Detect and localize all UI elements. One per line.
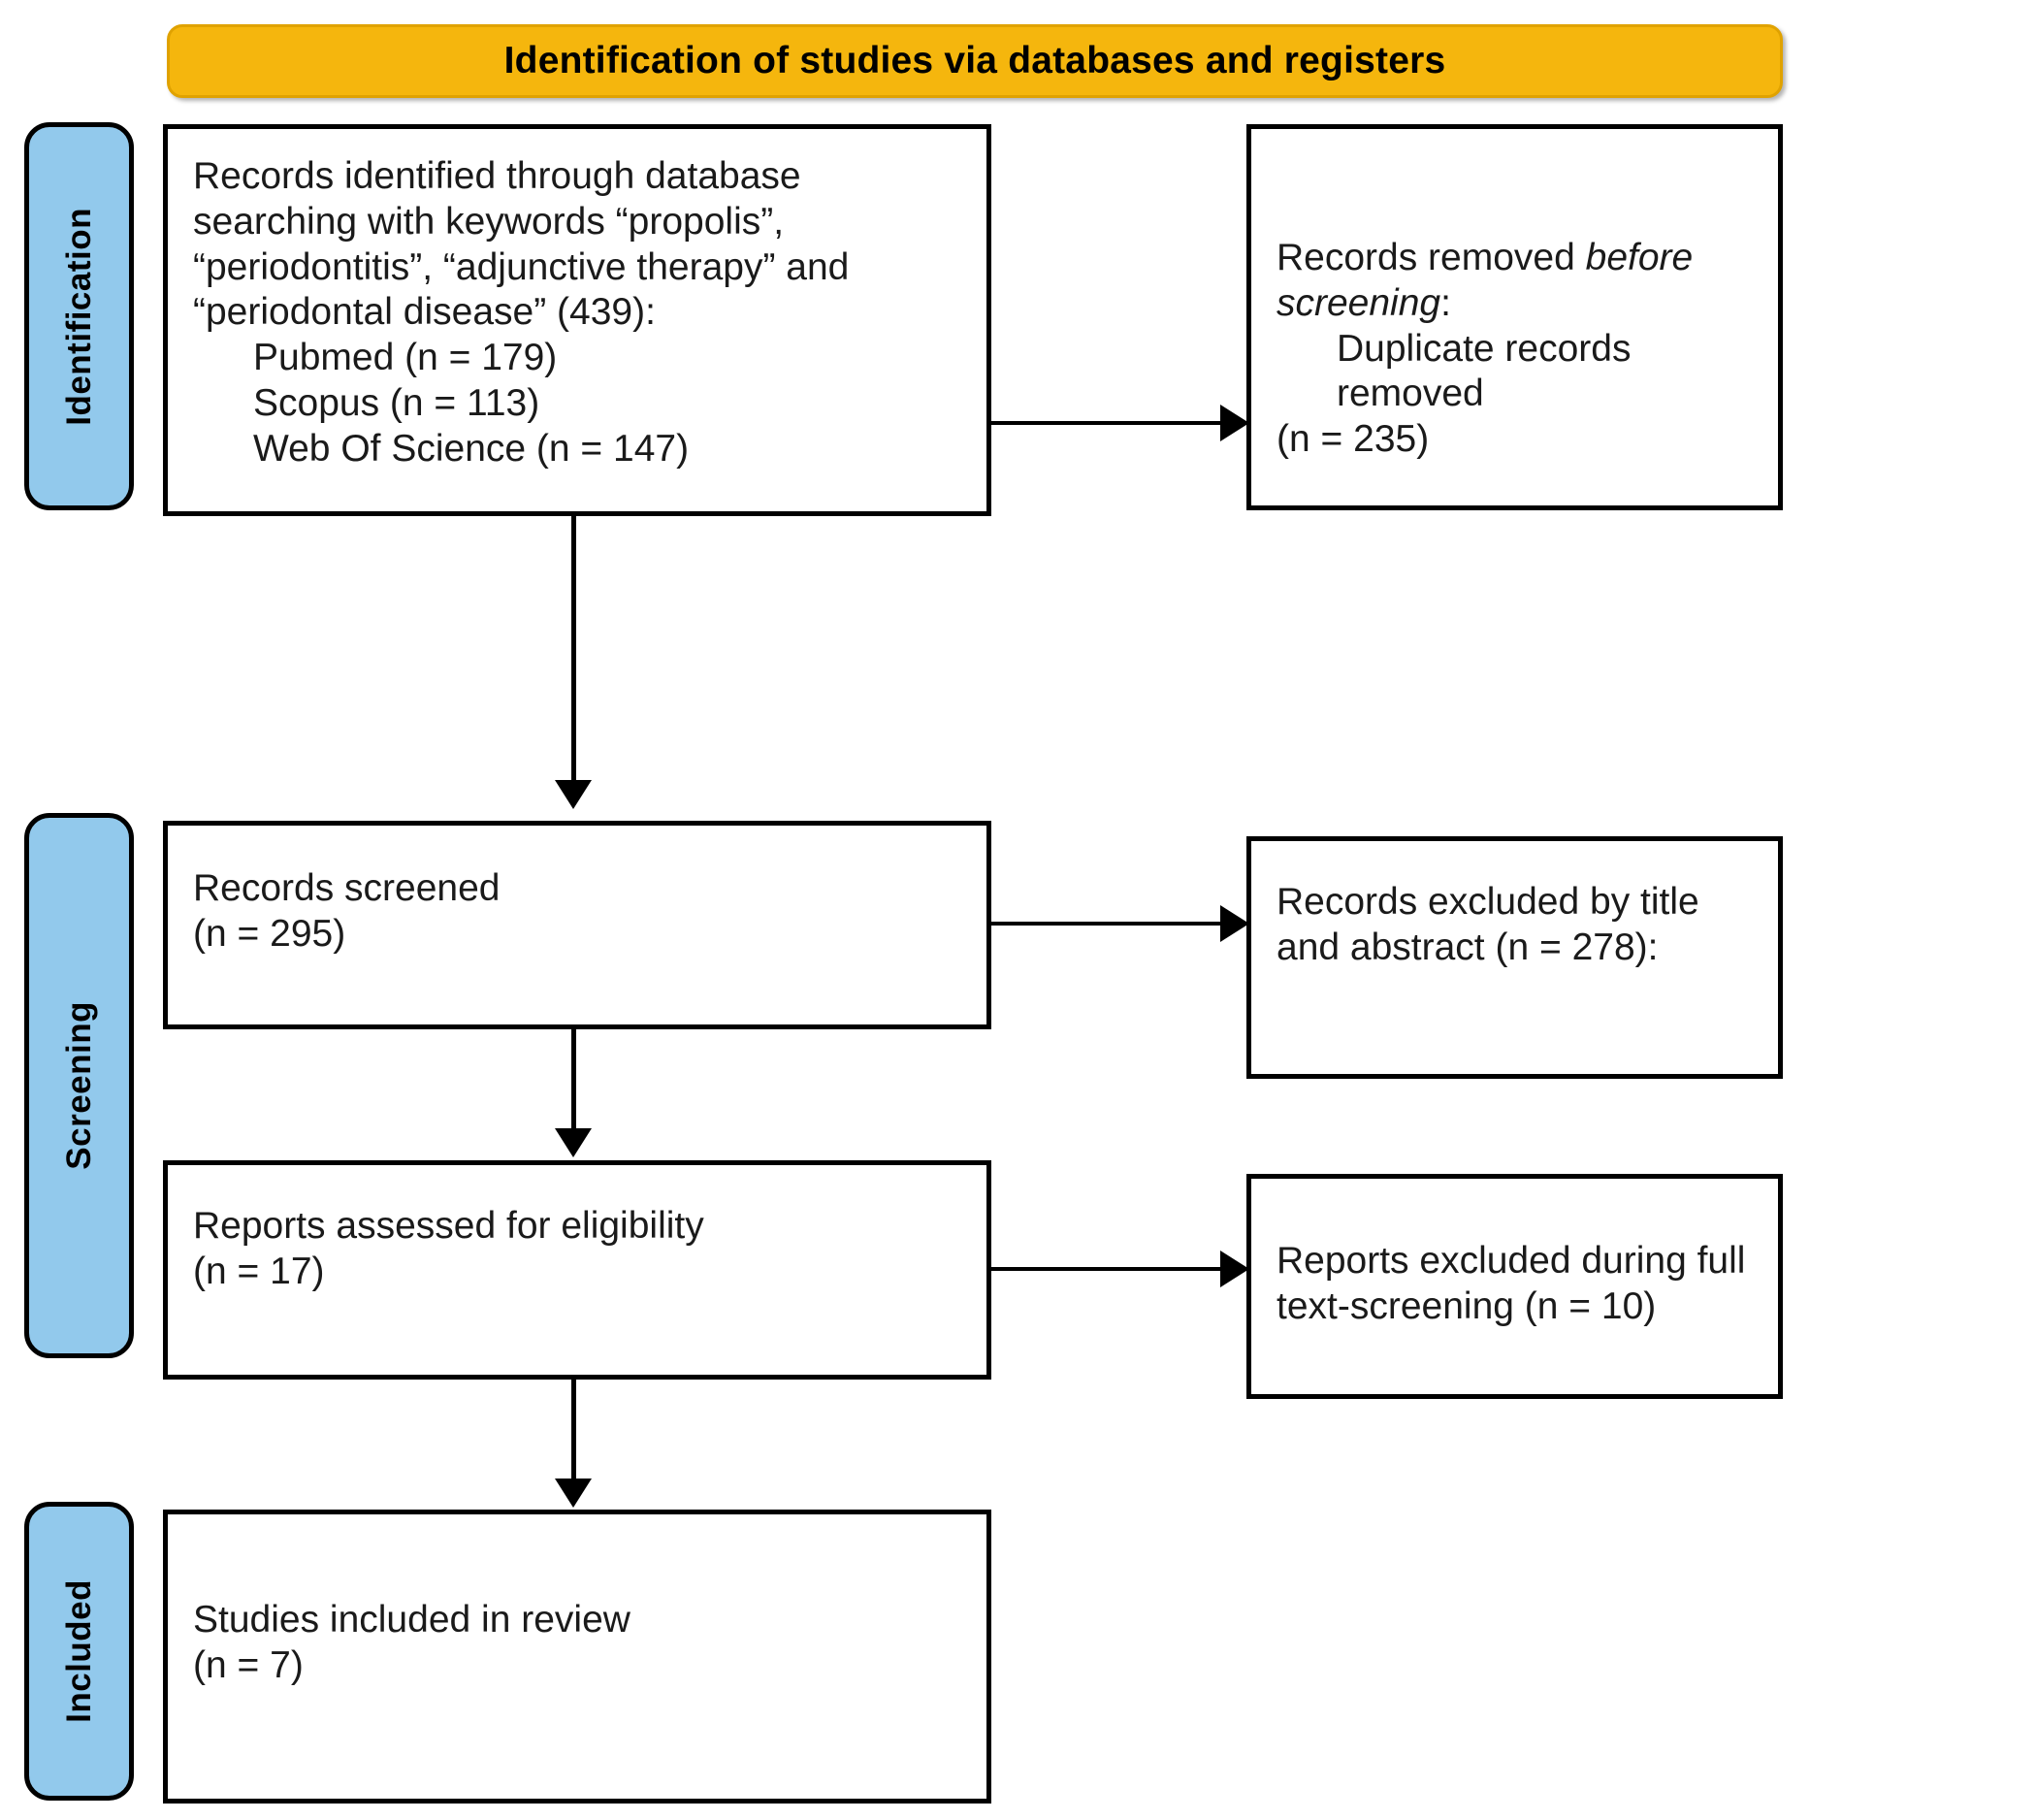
studies-included-count: (n = 7): [193, 1643, 304, 1686]
box-records-screened: Records screened (n = 295): [163, 821, 991, 1029]
connector-identified-to-removed: [991, 421, 1226, 425]
connector-assessed-to-reports-excluded: [991, 1267, 1226, 1271]
diagram-title: Identification of studies via databases …: [503, 40, 1446, 81]
arrowhead-identified-to-removed: [1220, 405, 1249, 441]
arrowhead-assessed-to-included: [555, 1479, 592, 1508]
stage-label-included: Included: [59, 1579, 98, 1723]
box-reports-assessed: Reports assessed for eligibility (n = 17…: [163, 1160, 991, 1380]
records-removed-heading-italic-screening: screening: [1277, 281, 1441, 324]
arrowhead-screened-to-assessed: [555, 1128, 592, 1157]
records-removed-heading: Records removed before screening:: [1277, 236, 1753, 327]
connector-screened-to-excluded: [991, 922, 1226, 926]
stage-label-identification: Identification: [59, 207, 98, 426]
diagram-header-banner: Identification of studies via databases …: [167, 24, 1783, 98]
reports-assessed-count: (n = 17): [193, 1250, 325, 1292]
arrowhead-screened-to-excluded: [1220, 905, 1249, 942]
box-records-excluded: Records excluded by title and abstract (…: [1246, 836, 1783, 1079]
records-excluded-text: Records excluded by title and abstract (…: [1277, 881, 1710, 968]
box-reports-excluded: Reports excluded during full text-screen…: [1246, 1174, 1783, 1399]
stage-pill-included: Included: [24, 1502, 134, 1801]
reports-excluded-text: Reports excluded during full text-screen…: [1277, 1240, 1757, 1327]
connector-identified-to-screened: [571, 516, 576, 786]
records-identified-source-scopus: Scopus (n = 113): [253, 381, 540, 424]
records-screened-label: Records screened: [193, 867, 501, 909]
records-removed-heading-italic-before: before: [1585, 237, 1694, 278]
records-removed-heading-colon: :: [1440, 281, 1451, 324]
records-identified-paragraph: Records identified through database sear…: [193, 155, 860, 334]
connector-screened-to-assessed: [571, 1029, 576, 1132]
records-identified-source-pubmed: Pubmed (n = 179): [253, 337, 558, 379]
connector-assessed-to-included: [571, 1380, 576, 1484]
records-removed-count: (n = 235): [1277, 418, 1430, 461]
stage-label-screening: Screening: [59, 1001, 98, 1170]
records-screened-count: (n = 295): [193, 912, 346, 955]
records-removed-heading-plain: Records removed: [1277, 237, 1586, 278]
stage-pill-screening: Screening: [24, 813, 134, 1358]
records-identified-source-web-of-science: Web Of Science (n = 147): [253, 427, 690, 470]
studies-included-label: Studies included in review: [193, 1599, 630, 1641]
reports-assessed-label: Reports assessed for eligibility: [193, 1205, 704, 1247]
arrowhead-assessed-to-reports-excluded: [1220, 1251, 1249, 1287]
box-studies-included: Studies included in review (n = 7): [163, 1510, 991, 1804]
records-removed-detail: Duplicate records removed: [1337, 327, 1642, 415]
arrowhead-identified-to-screened: [555, 780, 592, 809]
box-records-identified: Records identified through database sear…: [163, 124, 991, 516]
stage-pill-identification: Identification: [24, 122, 134, 510]
box-records-removed: Records removed before screening: Duplica…: [1246, 124, 1783, 510]
